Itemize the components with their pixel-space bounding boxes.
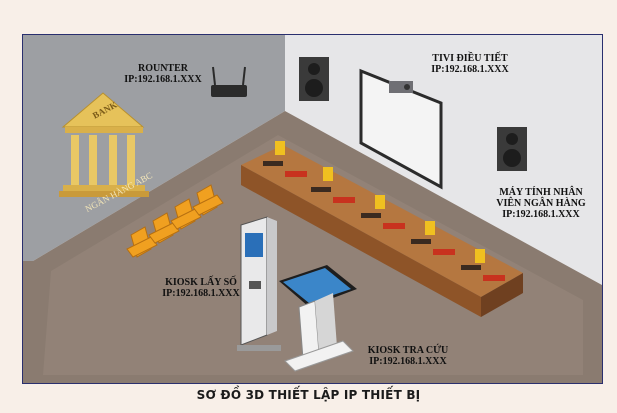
staff-pc-name-line1: MÁY TÍNH NHÂN (499, 187, 583, 198)
router-label: ROUNTER IP:192.168.1.XXX (113, 63, 213, 85)
kiosk-ticket-label: KIOSK LẤY SỐ IP:192.168.1.XXX (151, 277, 251, 299)
kiosk-ticket-ip: IP:192.168.1.XXX (162, 288, 240, 299)
tv-label: TIVI ĐIỀU TIẾT IP:192.168.1.XXX (415, 53, 525, 75)
room-illustration (23, 35, 602, 383)
kiosk-lookup-name: KIOSK TRA CỨU (367, 345, 449, 356)
diagram-frame: ROUNTER IP:192.168.1.XXX TIVI ĐIỀU TIẾT … (22, 34, 603, 384)
staff-pc-name-line2: VIÊN NGÂN HÀNG (496, 198, 586, 209)
tv-name: TIVI ĐIỀU TIẾT (432, 53, 508, 64)
router-name: ROUNTER (137, 63, 188, 74)
kiosk-lookup-ip: IP:192.168.1.XXX (369, 356, 447, 367)
speaker-right-icon (497, 127, 527, 171)
floor-inner (43, 135, 583, 375)
teller-desks-icon (241, 141, 523, 317)
tv-screen-icon (359, 68, 443, 190)
kiosk-ticket-name: KIOSK LẤY SỐ (165, 277, 237, 288)
router-ip: IP:192.168.1.XXX (124, 74, 202, 85)
lookup-kiosk-icon (279, 265, 357, 372)
tv-ip: IP:192.168.1.XXX (431, 64, 509, 75)
ticket-kiosk-icon (237, 216, 281, 351)
router-icon (211, 66, 247, 97)
bank-building-icon (59, 92, 149, 197)
staff-pc-ip: IP:192.168.1.XXX (502, 209, 580, 220)
staff-pc-label: MÁY TÍNH NHÂN VIÊN NGÂN HÀNG IP:192.168.… (481, 187, 601, 220)
waiting-chairs-icon (126, 184, 224, 258)
kiosk-lookup-label: KIOSK TRA CỨU IP:192.168.1.XXX (353, 345, 463, 367)
speaker-left-icon (299, 57, 329, 101)
diagram-caption: SƠ ĐỒ 3D THIẾT LẬP IP THIẾT BỊ (196, 388, 421, 402)
